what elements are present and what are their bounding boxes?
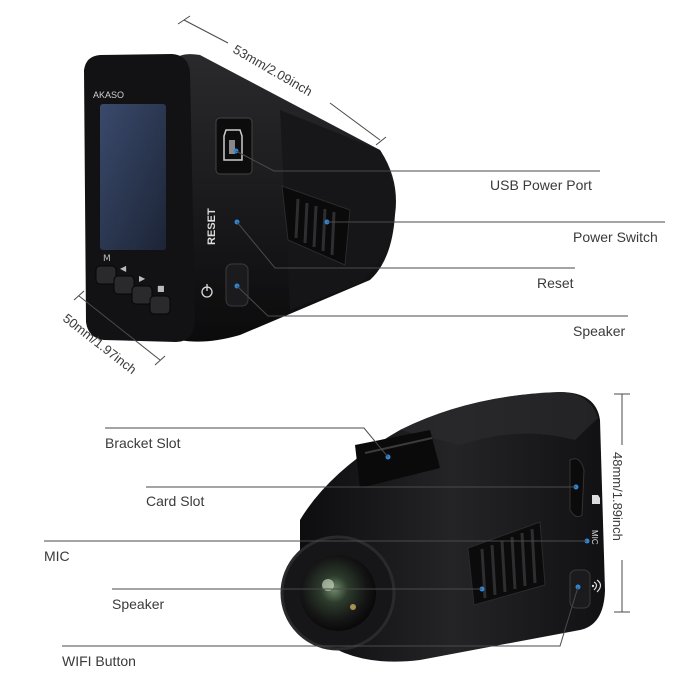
mic-marking: MIC [590, 530, 599, 545]
callout-wifi-button: WIFI Button [62, 584, 581, 669]
right-button[interactable] [131, 285, 153, 305]
brand-logo: AKASO [93, 90, 124, 100]
reset-marking: RESET [206, 208, 218, 245]
camera-lens [300, 555, 376, 631]
button-mark-menu: M [103, 254, 111, 264]
menu-button[interactable] [95, 265, 117, 285]
dashcam-lens-view: MIC [280, 392, 605, 662]
callout-reset: Reset [234, 219, 575, 291]
label-speaker-bottom: Speaker [112, 596, 164, 612]
left-button[interactable] [113, 275, 135, 295]
stop-button[interactable] [149, 295, 171, 315]
power-icon [201, 284, 213, 298]
speaker-grille-bottom [467, 521, 546, 606]
callout-usb-power-port: USB Power Port [233, 148, 600, 193]
lcd-screen [100, 104, 166, 250]
label-wifi-button: WIFI Button [62, 653, 136, 669]
sd-card-icon [592, 495, 600, 504]
height-dimension-label: 48mm/1.89inch [610, 452, 625, 541]
callout-power-switch: Power Switch [324, 219, 665, 245]
button-marks: M ◀ ▶ ■ [103, 254, 165, 293]
callout-bracket-slot: Bracket Slot [105, 427, 391, 460]
callout-card-slot: Card Slot [146, 484, 579, 509]
callout-speaker-top: Speaker [234, 283, 628, 339]
label-reset: Reset [537, 275, 574, 291]
dashcam-rear-view: AKASO M ◀ ▶ ■ RESET [84, 54, 396, 342]
dimension-height: 48mm/1.89inch [610, 393, 630, 613]
label-usb-power-port: USB Power Port [490, 177, 592, 193]
button-mark-stop: ■ [157, 284, 165, 293]
usb-port-icon [223, 129, 243, 161]
speaker-grille-top [281, 185, 351, 266]
label-speaker-top: Speaker [573, 323, 625, 339]
button-mark-left: ◀ [120, 264, 127, 273]
button-mark-right: ▶ [139, 274, 146, 283]
bracket-slot [355, 430, 440, 488]
label-bracket-slot: Bracket Slot [105, 435, 181, 451]
callout-mic: MIC [44, 538, 590, 564]
label-card-slot: Card Slot [146, 493, 204, 509]
label-power-switch: Power Switch [573, 229, 658, 245]
wifi-icon [591, 579, 602, 593]
callout-speaker-bottom: Speaker [112, 586, 485, 612]
label-mic: MIC [44, 548, 70, 564]
